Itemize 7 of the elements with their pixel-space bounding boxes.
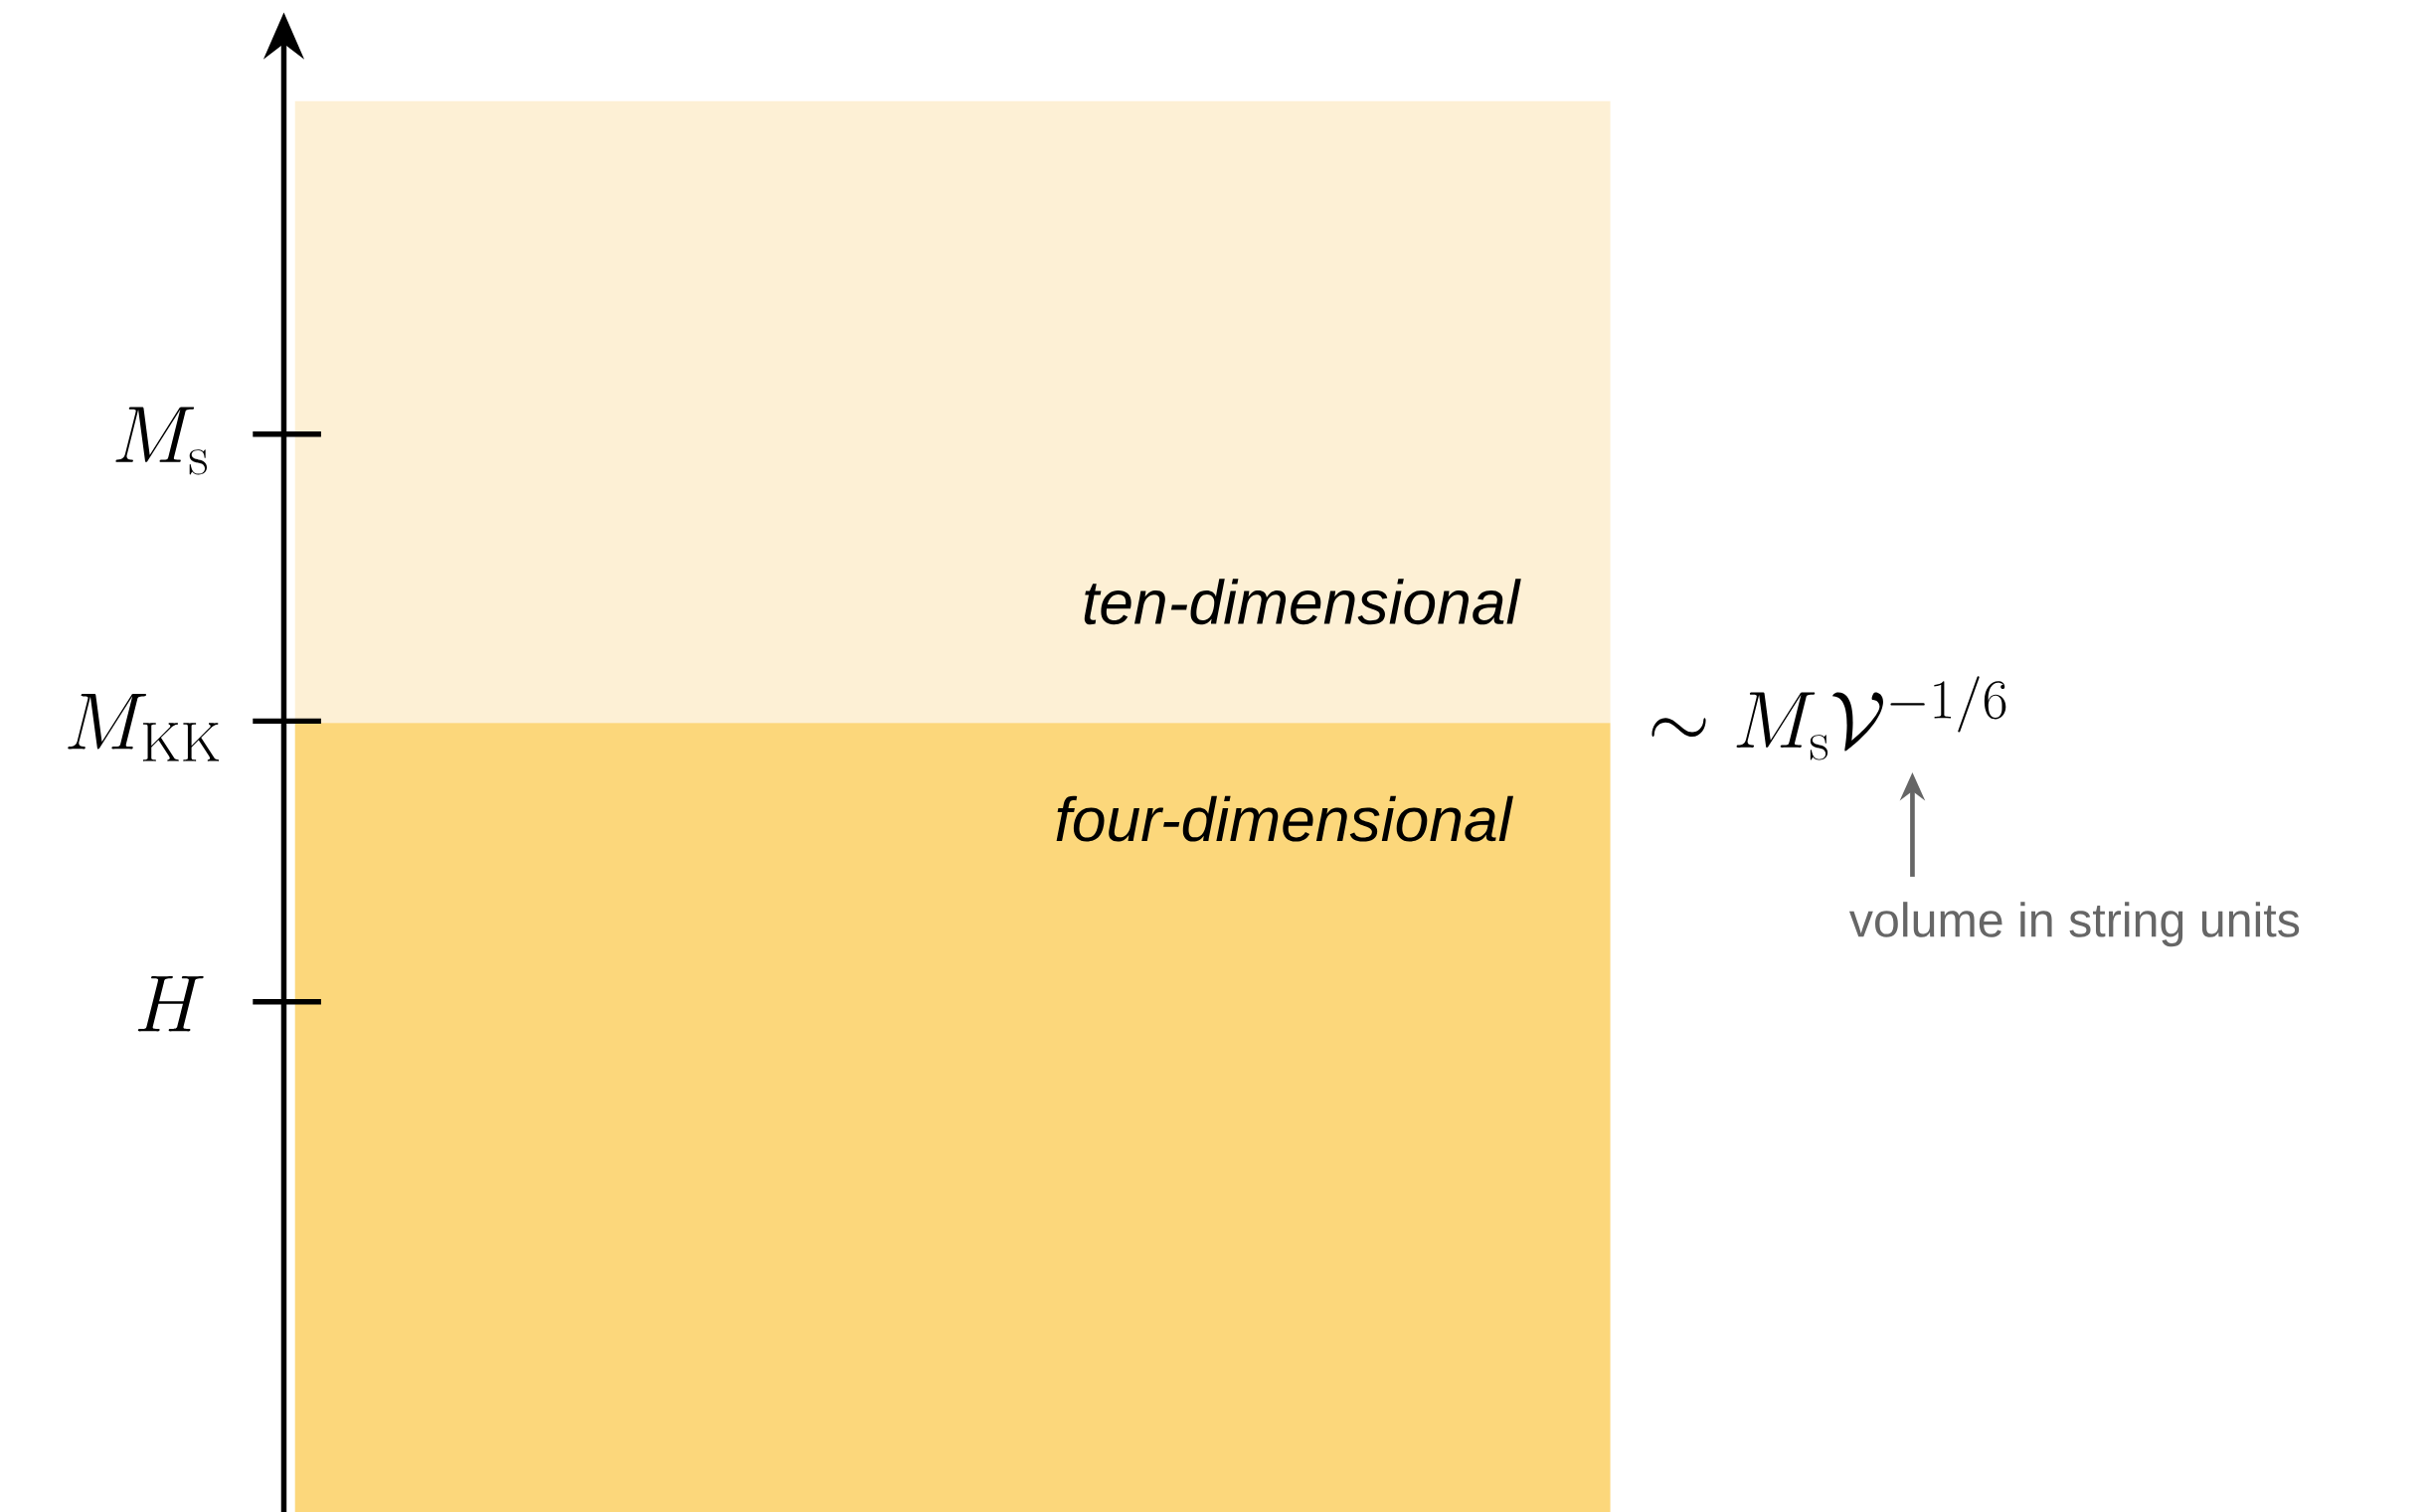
note-text: volume in string units: [1848, 902, 2300, 947]
tick-label: $M_\mathrm{KK}$: [68, 694, 219, 761]
tick-label: $M_\mathrm{s}$: [115, 407, 207, 475]
tick-label: $H$: [137, 976, 204, 1032]
band: four-dimensional: [294, 723, 1611, 1512]
band: ten-dimensional: [294, 100, 1611, 724]
formula: $\sim M_\mathrm{s}\mathcal{V}^{-1/6}$: [1651, 676, 2006, 760]
